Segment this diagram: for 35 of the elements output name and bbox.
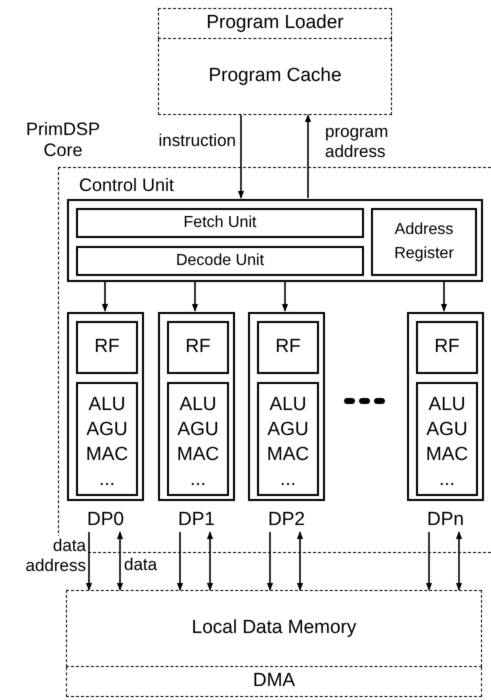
- arrow: [426, 532, 432, 591]
- function-units-box: ALU AGU MAC ...: [257, 382, 319, 496]
- arrow: [86, 532, 92, 591]
- datapath-label: DPn: [426, 509, 465, 531]
- arrow: [206, 531, 214, 591]
- arrow: [102, 281, 108, 312]
- function-units-box: ALU AGU MAC ...: [167, 382, 229, 496]
- loader-band: Program Loader: [158, 8, 392, 39]
- arrow: [440, 281, 448, 312]
- datapath-label: DP0: [86, 509, 125, 531]
- arrow: [296, 531, 304, 591]
- unit-box: Address Register: [371, 208, 477, 276]
- unit-box: Decode Unit: [76, 246, 364, 276]
- memory-box: Local Data Memory: [66, 590, 482, 667]
- arrow: [192, 281, 198, 312]
- arrow: [282, 281, 288, 312]
- arrow: [304, 114, 312, 198]
- unit-box: RF: [167, 321, 229, 374]
- function-units-box: ALU AGU MAC ...: [416, 382, 478, 496]
- datapath-label: DP1: [177, 509, 216, 531]
- datapath-label: DP2: [267, 509, 306, 531]
- unit-box: RF: [76, 321, 138, 374]
- cache-box: Program Cache: [158, 39, 392, 115]
- arrow: [176, 532, 184, 591]
- unit-box: RF: [257, 321, 319, 374]
- unit-title: Control Unit: [79, 175, 174, 196]
- function-units-box: ALU AGU MAC ...: [76, 382, 138, 496]
- dma-band: DMA: [66, 667, 482, 697]
- region-title: PrimDSP Core: [24, 119, 101, 161]
- unit-box: RF: [416, 321, 478, 374]
- unit-box: Fetch Unit: [76, 208, 364, 238]
- arrow: [238, 115, 244, 199]
- arrow: [116, 531, 124, 591]
- arrow: [456, 531, 462, 591]
- arrow: [266, 532, 274, 591]
